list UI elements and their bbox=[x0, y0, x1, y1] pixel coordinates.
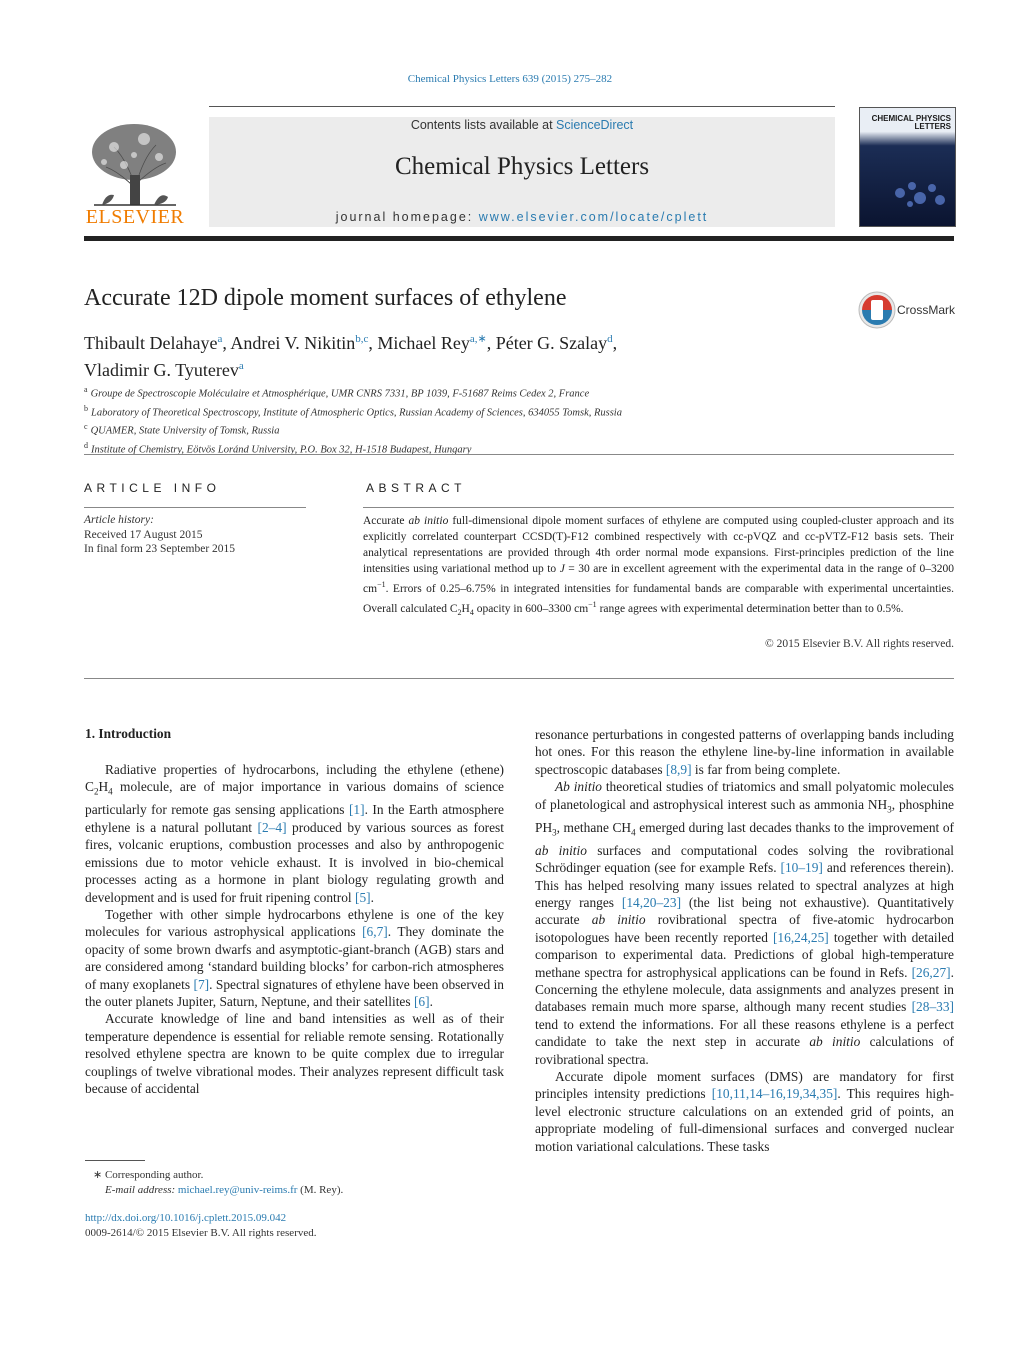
reference-link[interactable]: [6] bbox=[413, 993, 430, 1009]
reference-link[interactable]: [26,27] bbox=[911, 964, 951, 980]
journal-homepage: journal homepage: www.elsevier.com/locat… bbox=[209, 210, 835, 224]
email-line: E-mail address: michael.rey@univ-reims.f… bbox=[85, 1183, 504, 1198]
email-link[interactable]: michael.rey@univ-reims.fr bbox=[177, 1183, 298, 1196]
affiliation-text: Groupe de Spectroscopie Moléculaire et A… bbox=[90, 388, 590, 400]
reference-link[interactable]: [10–19] bbox=[780, 860, 823, 876]
body-column-left: Radiative properties of hydrocarbons, in… bbox=[85, 761, 504, 1097]
history-label: Article history: bbox=[84, 514, 154, 526]
paragraph: Accurate dipole moment surfaces (DMS) ar… bbox=[535, 1069, 954, 1154]
affiliation-divider bbox=[84, 454, 954, 455]
issn-copyright: 0009-2614/© 2015 Elsevier B.V. All right… bbox=[85, 1227, 317, 1239]
author-affiliation-mark[interactable]: d bbox=[607, 333, 613, 345]
author-separator: , bbox=[368, 333, 378, 353]
author-affiliation-mark[interactable]: b,c bbox=[355, 333, 369, 345]
affiliation-mark: a bbox=[84, 385, 88, 394]
author-affiliation-mark[interactable]: a bbox=[217, 333, 223, 345]
footnote: ∗ Corresponding author. E-mail address: … bbox=[85, 1168, 504, 1197]
author-separator: , bbox=[222, 333, 231, 353]
masthead-thick-rule bbox=[84, 236, 954, 241]
elsevier-tree-logo bbox=[92, 124, 176, 206]
received-date: Received 17 August 2015 bbox=[84, 528, 203, 541]
email-label: E-mail address: bbox=[105, 1183, 178, 1196]
journal-title: Chemical Physics Letters bbox=[394, 153, 650, 180]
abstract-text: Accurate ab initio full-dimensional dipo… bbox=[363, 515, 955, 617]
section-heading: 1. Introduction bbox=[85, 726, 172, 741]
article-title: Accurate 12D dipole moment surfaces of e… bbox=[84, 285, 567, 311]
elsevier-wordmark[interactable]: ELSEVIER bbox=[85, 206, 185, 228]
cover-molecule-image bbox=[895, 182, 945, 207]
author-name: Péter G. Szalay bbox=[495, 333, 608, 353]
author-name: Michael Rey bbox=[377, 333, 470, 353]
affiliation-mark: c bbox=[84, 422, 88, 431]
final-form-date: In final form 23 September 2015 bbox=[84, 543, 236, 555]
paragraph: Together with other simple hydrocarbons … bbox=[85, 906, 504, 1009]
contents-line: Contents lists available at ScienceDirec… bbox=[209, 118, 835, 132]
abstract-copyright: © 2015 Elsevier B.V. All rights reserved… bbox=[765, 638, 954, 650]
sciencedirect-link[interactable]: ScienceDirect bbox=[556, 118, 634, 132]
author-name: Andrei V. Nikitin bbox=[230, 333, 356, 353]
abstract-rule bbox=[363, 507, 954, 508]
reference-link[interactable]: [8,9] bbox=[665, 761, 692, 777]
author-affiliation-mark[interactable]: a bbox=[238, 360, 244, 372]
author-name: Vladimir G. Tyuterev bbox=[84, 360, 239, 380]
abstract-heading: ABSTRACT bbox=[366, 481, 467, 495]
affiliation-text: QUAMER, State University of Tomsk, Russi… bbox=[90, 425, 280, 437]
reference-link[interactable]: [7] bbox=[193, 976, 210, 992]
crossmark-icon[interactable] bbox=[858, 291, 896, 329]
email-suffix: (M. Rey). bbox=[297, 1183, 344, 1196]
reference-link[interactable]: [6,7] bbox=[362, 924, 388, 940]
contents-prefix: Contents lists available at bbox=[410, 118, 557, 132]
article-info-heading: ARTICLE INFO bbox=[84, 481, 221, 495]
homepage-label: journal homepage: bbox=[335, 210, 479, 224]
journal-citation[interactable]: Chemical Physics Letters 639 (2015) 275–… bbox=[407, 73, 613, 85]
paragraph: resonance perturbations in congested pat… bbox=[535, 727, 954, 777]
author-list: Thibault Delahayea, Andrei V. Nikitinb,c… bbox=[84, 328, 784, 382]
crossmark-label[interactable]: CrossMark bbox=[897, 303, 956, 317]
cover-title: CHEMICAL PHYSICS LETTERS bbox=[871, 114, 951, 131]
reference-link[interactable]: [16,24,25] bbox=[772, 929, 829, 945]
paragraph: Accurate knowledge of line and band inte… bbox=[85, 1011, 504, 1096]
masthead-banner bbox=[209, 117, 835, 227]
affiliation-mark: d bbox=[84, 440, 88, 450]
doi-link[interactable]: http://dx.doi.org/10.1016/j.cplett.2015.… bbox=[85, 1212, 287, 1224]
paragraph: Ab initio theoretical studies of triatom… bbox=[535, 779, 955, 1067]
affiliation-mark: b bbox=[84, 403, 88, 413]
author-name: Thibault Delahaye bbox=[84, 333, 218, 353]
reference-link[interactable]: [10,11,14–16,19,34,35] bbox=[711, 1086, 838, 1102]
footnote-rule bbox=[85, 1160, 145, 1161]
reference-link[interactable]: [14,20–23] bbox=[621, 895, 682, 910]
reference-link[interactable]: [28–33] bbox=[911, 999, 954, 1015]
journal-cover-thumbnail[interactable]: CHEMICAL PHYSICS LETTERS bbox=[859, 107, 956, 227]
reference-link[interactable]: [2–4] bbox=[257, 819, 287, 835]
body-column-right: resonance perturbations in congested pat… bbox=[535, 726, 954, 1155]
article-history: Article history: Received 17 August 2015… bbox=[84, 513, 306, 557]
paragraph: Radiative properties of hydrocarbons, in… bbox=[85, 762, 504, 905]
abstract-divider bbox=[84, 678, 954, 679]
homepage-link[interactable]: www.elsevier.com/locate/cplett bbox=[478, 210, 709, 224]
reference-link[interactable]: [1] bbox=[348, 802, 365, 818]
author-affiliation-mark[interactable]: a,∗ bbox=[469, 333, 487, 345]
corresponding-author-note: ∗ Corresponding author. bbox=[93, 1169, 204, 1181]
author-separator: , bbox=[486, 333, 496, 353]
reference-link[interactable]: [5] bbox=[354, 889, 371, 905]
article-info-rule bbox=[84, 507, 306, 508]
header-rule bbox=[209, 106, 835, 107]
author-separator: , bbox=[612, 333, 618, 353]
affiliation-text: Institute of Chemistry, Eötvös Loránd Un… bbox=[91, 444, 472, 455]
affiliation-text: Laboratory of Theoretical Spectroscopy, … bbox=[91, 407, 622, 418]
